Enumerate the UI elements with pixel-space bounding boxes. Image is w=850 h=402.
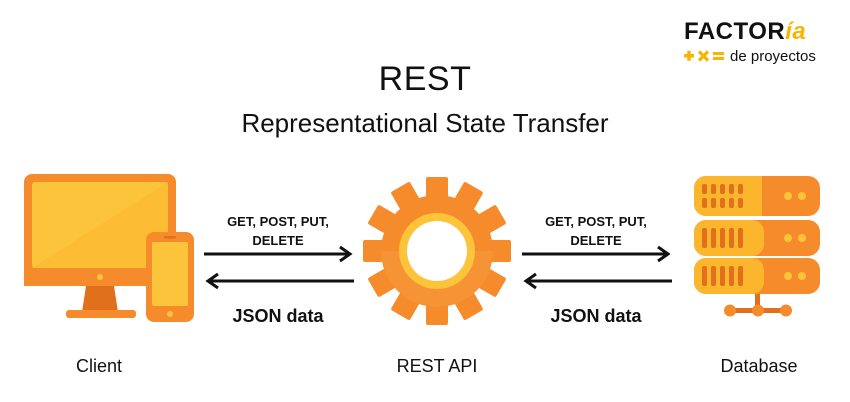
logo-main-text: FACTOR (684, 18, 786, 45)
database-server-icon (694, 176, 820, 317)
client-to-api-arrow (204, 245, 353, 263)
api-to-client-arrow (205, 272, 354, 290)
client-api-response-label: JSON data (232, 306, 324, 326)
logo-subtitle: de proyectos (730, 48, 816, 65)
request-methods-line-1: GET, POST, PUT, (227, 214, 329, 229)
api-db-request-label: GET, POST, PUT, DELETE (521, 212, 671, 250)
request-methods-line-2: DELETE (252, 233, 304, 248)
diagram-subtitle: Representational State Transfer (241, 108, 609, 138)
rest-api-gear-icon (363, 177, 511, 325)
client-computer-icon (24, 174, 194, 322)
diagram-title: REST (378, 60, 472, 98)
logo-operators-icon (684, 50, 724, 62)
database-to-api-arrow (523, 272, 672, 290)
request-methods-line-2: DELETE (570, 233, 622, 248)
logo-accent-text: ía (785, 18, 807, 45)
request-methods-line-1: GET, POST, PUT, (545, 214, 647, 229)
brand-logo: FACTORía de proyectos (684, 18, 834, 68)
client-api-request-label: GET, POST, PUT, DELETE (203, 212, 353, 250)
api-db-response-label: JSON data (550, 306, 642, 326)
database-label: Database (720, 356, 798, 376)
rest-api-label: REST API (396, 356, 478, 376)
api-to-database-arrow (522, 245, 671, 263)
client-label: Client (75, 356, 123, 376)
